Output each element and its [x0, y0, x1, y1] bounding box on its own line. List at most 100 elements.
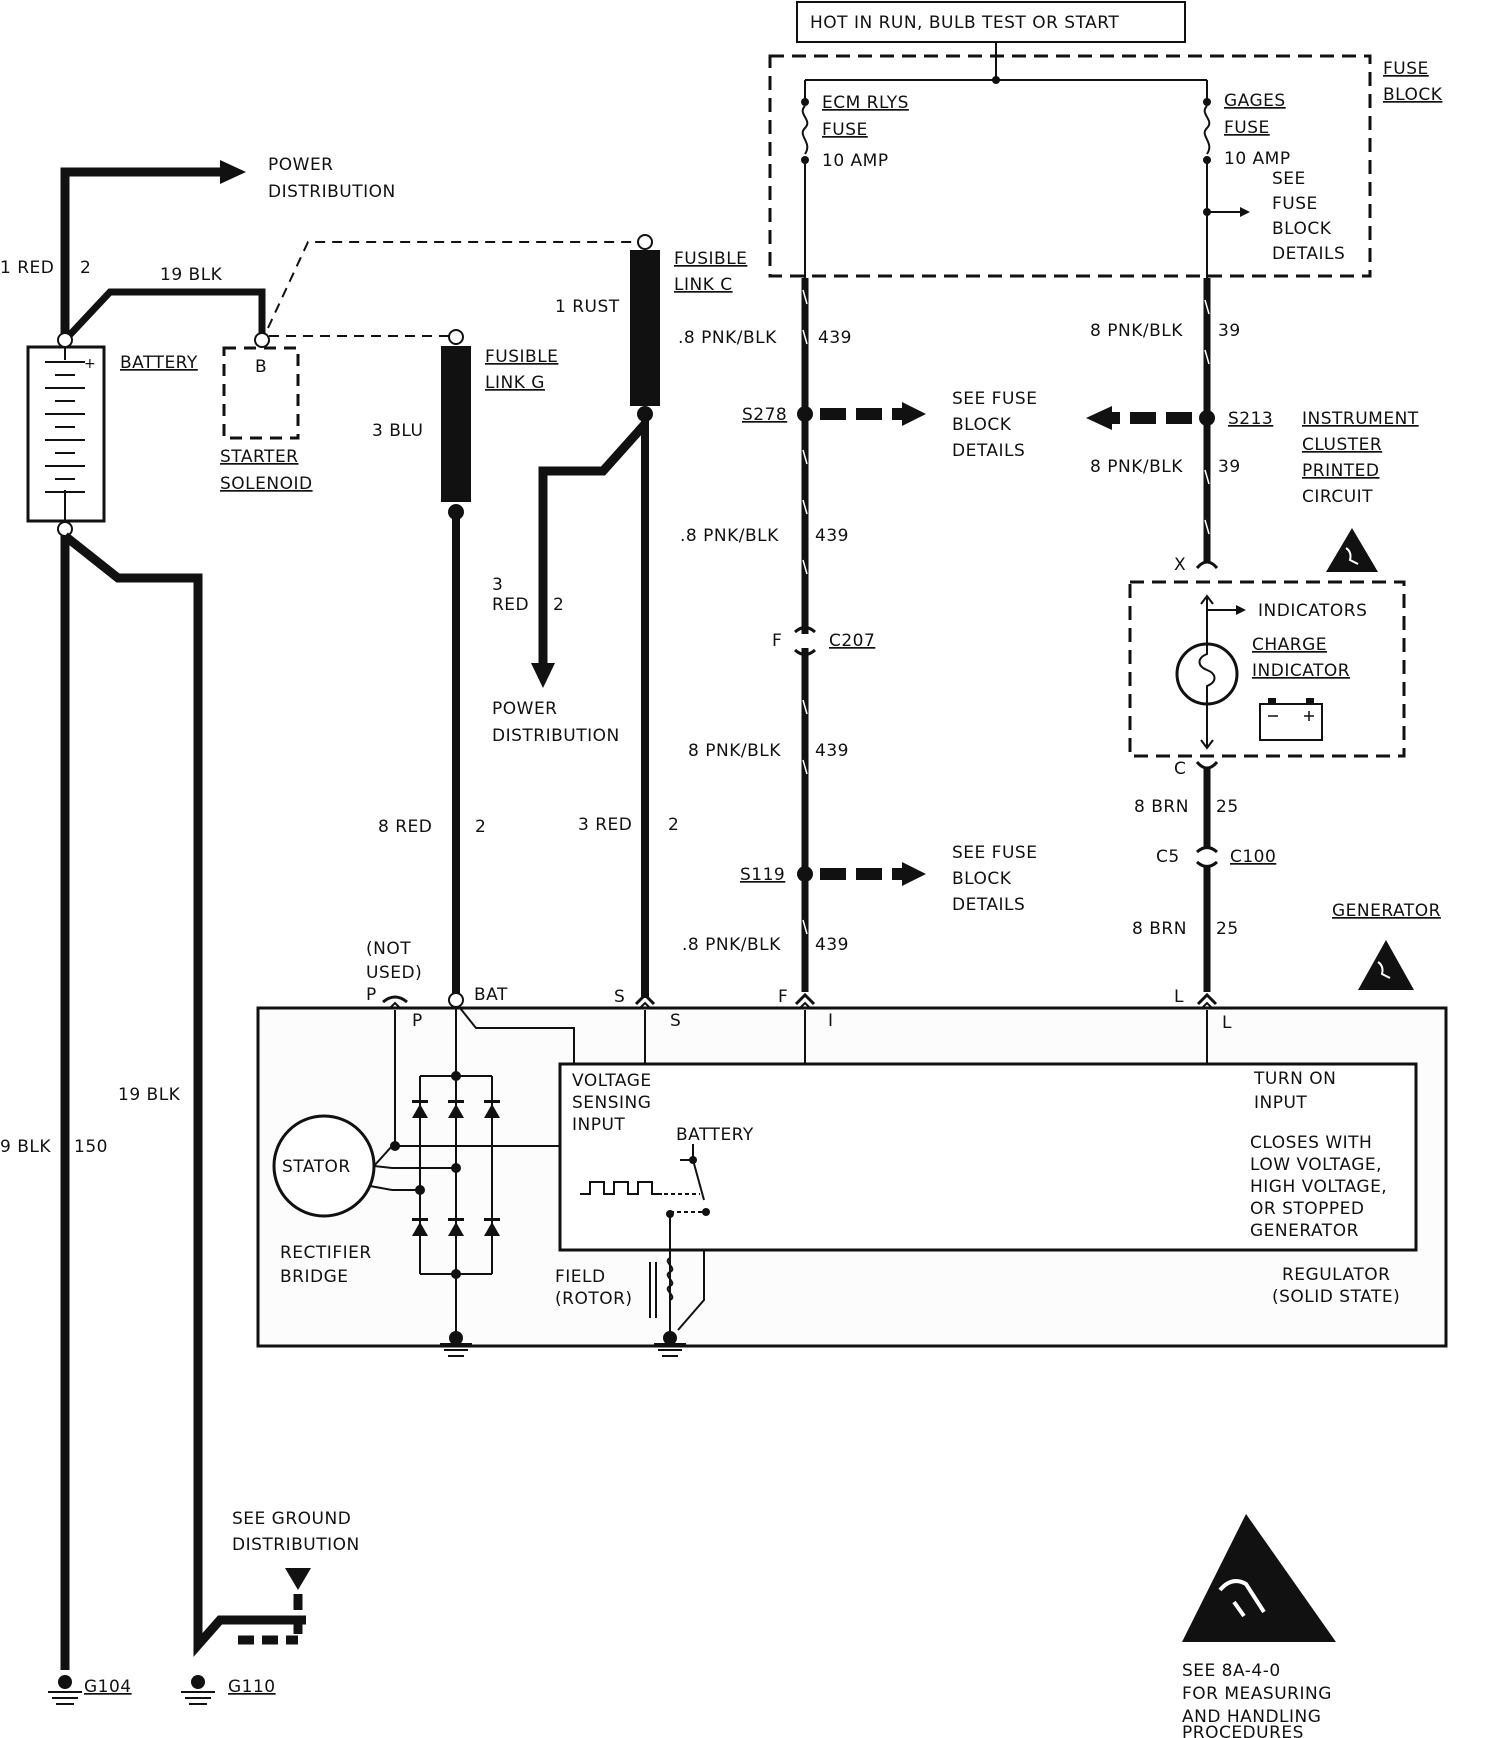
circuit25-a: 25 [1216, 797, 1239, 817]
regulator-battery-label: BATTERY [676, 1125, 754, 1145]
fusible-link-c-1: FUSIBLE [674, 249, 747, 269]
power-dist-2-wire-3: 2 [553, 595, 564, 615]
fusible-link-g-1: FUSIBLE [485, 347, 558, 367]
blk-main-label: 9 BLK [0, 1137, 51, 1157]
c207-label: C207 [829, 631, 875, 651]
regulator-label-1: REGULATOR [1282, 1265, 1390, 1285]
rust-wire-label: 1 RUST [555, 297, 620, 317]
term-s-in: S [670, 1011, 681, 1031]
cluster-term-x: X [1174, 555, 1186, 575]
see-fuse-c-2: BLOCK [952, 869, 1012, 889]
rectifier-diodes [412, 1100, 500, 1236]
fuse-block-label-2: BLOCK [1383, 85, 1443, 105]
regulator-box [558, 1062, 1418, 1252]
gages-fuse-rating: 10 AMP [1224, 149, 1291, 169]
blk19-label: 19 BLK [160, 265, 223, 285]
circuit39-a: 39 [1218, 321, 1241, 341]
see-fuse-details-1: SEE [1272, 169, 1306, 189]
esd-icon-cluster [1326, 528, 1378, 572]
fuse-block-label-1: FUSE [1383, 59, 1429, 79]
cluster-label-3: PRINTED [1302, 461, 1380, 481]
splice-s119: S119 [740, 862, 926, 886]
red-wire-circuit: 2 [80, 258, 91, 278]
instrument-cluster-box: INDICATORS CHARGE INDICATOR [1128, 580, 1406, 758]
ecm-fuse-label-2: FUSE [822, 120, 868, 140]
battery: + [26, 332, 106, 537]
field-label-2: (ROTOR) [555, 1289, 633, 1309]
esd-icon-generator [1358, 940, 1414, 990]
charge-label-2: INDICATOR [1252, 661, 1350, 681]
term-s-out: S [614, 987, 625, 1007]
see-fuse-details-4: DETAILS [1272, 244, 1345, 264]
svg-text:+: + [84, 356, 96, 372]
closes-1: CLOSES WITH [1250, 1133, 1372, 1153]
g110-label: G110 [228, 1677, 276, 1697]
ecm-fuse-label-1: ECM RLYS [822, 93, 909, 113]
power-dist-2-label-1: POWER [492, 699, 558, 719]
pwm-switch [580, 1144, 706, 1340]
battery-to-solenoid-wire [62, 288, 266, 343]
see-fuse-a-2: BLOCK [952, 415, 1012, 435]
ecm-fuse: ECM RLYS FUSE 10 AMP [801, 93, 909, 278]
blk19-left-label: 19 BLK [118, 1085, 181, 1105]
battery-symbol-icon [1259, 698, 1323, 741]
ground-g110: G110 [181, 1675, 276, 1705]
see-fuse-details-2: FUSE [1272, 194, 1318, 214]
ecm-fuse-rating: 10 AMP [822, 151, 889, 171]
field-rotor [649, 1250, 705, 1331]
voltage-sensing-3: INPUT [572, 1115, 625, 1135]
circuit25-b: 25 [1216, 919, 1239, 939]
closes-2: LOW VOLTAGE, [1250, 1155, 1382, 1175]
gages-fuse-label-2: FUSE [1224, 118, 1270, 138]
cluster-label-4: CIRCUIT [1302, 487, 1373, 507]
c100-terminal: C5 [1156, 847, 1180, 867]
rectifier-label-1: RECTIFIER [280, 1243, 372, 1263]
field-label-1: FIELD [555, 1267, 606, 1287]
power-dist-2-wire-2: RED [492, 595, 529, 615]
voltage-sensing-1: VOLTAGE [572, 1071, 652, 1091]
circuit439-d: 439 [815, 935, 849, 955]
regulator-label-2: (SOLID STATE) [1272, 1287, 1400, 1307]
power-dist-2-label-2: DISTRIBUTION [492, 726, 620, 746]
circuit39-b: 39 [1218, 457, 1241, 477]
cluster-label-1: INSTRUMENT [1302, 409, 1419, 429]
esd-note-4: PROCEDURES [1182, 1723, 1304, 1738]
charge-label-1: CHARGE [1252, 635, 1327, 655]
power-dist-wire [60, 167, 225, 340]
term-f: F [778, 987, 788, 1007]
red8-circuit: 2 [475, 817, 486, 837]
see-fuse-a-1: SEE FUSE [952, 389, 1037, 409]
power-dist-2-wire-1: 3 [492, 575, 503, 595]
solenoid-label-1: STARTER [220, 447, 299, 467]
pnk39-a-label: 8 PNK/BLK [1090, 321, 1183, 341]
hot-in-run-label: HOT IN RUN, BULB TEST OR START [810, 13, 1119, 33]
pnk-a-label: .8 PNK/BLK [678, 328, 777, 348]
ground-g104: G104 [48, 1675, 131, 1705]
term-p-in: P [412, 1011, 423, 1031]
power-dist-label-2: DISTRIBUTION [268, 182, 396, 202]
term-l-in: L [1222, 1013, 1232, 1033]
red3-label: 3 RED [578, 815, 632, 835]
battery-label: BATTERY [120, 353, 198, 373]
circuit439-c: 439 [815, 741, 849, 761]
s119-label: S119 [740, 865, 785, 885]
wire-25 [1195, 760, 1219, 992]
term-i: I [828, 1011, 834, 1031]
red-wire-label: 1 RED [0, 258, 54, 278]
s278-label: S278 [742, 405, 787, 425]
turn-on-1: TURN ON [1253, 1069, 1336, 1089]
splice-s213: S213 [1086, 406, 1273, 430]
esd-large-icon [1182, 1514, 1336, 1642]
stator-label: STATOR [282, 1157, 351, 1177]
closes-5: GENERATOR [1250, 1221, 1359, 1241]
stator: STATOR [272, 1114, 393, 1218]
see-fuse-details-3: BLOCK [1272, 219, 1332, 239]
not-used-1: (NOT [366, 939, 411, 959]
turn-on-2: INPUT [1254, 1093, 1307, 1113]
circuit439-a: 439 [818, 328, 852, 348]
power-dist-arrow [220, 160, 246, 184]
cluster-term-c: C [1174, 759, 1186, 779]
solenoid-terminal: B [255, 357, 267, 377]
